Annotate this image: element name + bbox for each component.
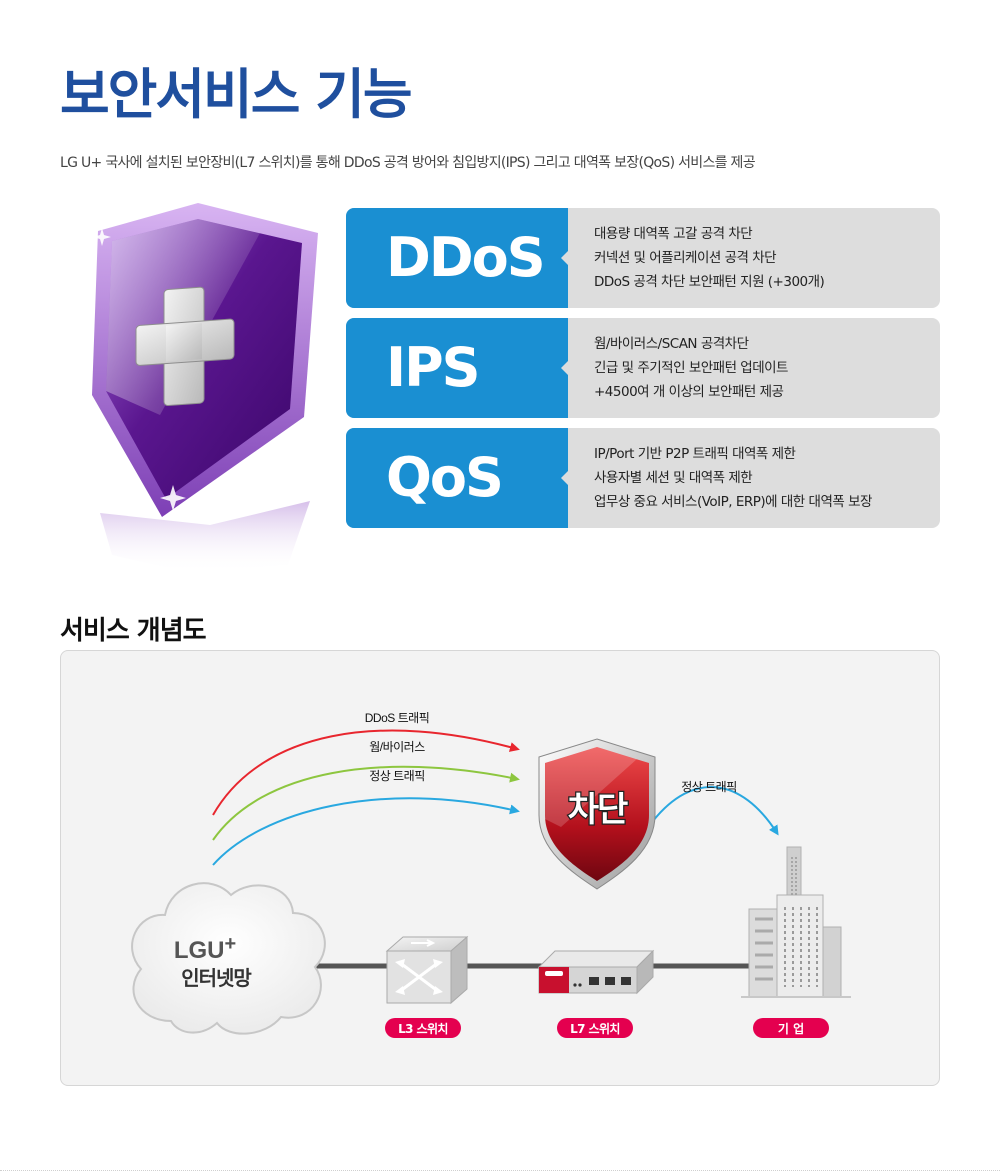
l7-switch-label-text: L7 스위치 [570, 1021, 620, 1036]
cloud-icon: LGU+ 인터넷망 [131, 882, 326, 1035]
feature-name: QoS [386, 446, 504, 509]
page-title: 보안서비스 기능 [60, 63, 413, 126]
feature-line: 웜/바이러스/SCAN 공격차단 [594, 336, 749, 352]
l3-switch-label: L3 스위치 [385, 1018, 461, 1038]
normal-traffic-label: 정상 트래픽 [369, 769, 425, 783]
pass-traffic-label: 정상 트래픽 [681, 780, 737, 794]
feature-list: DDoS 대용량 대역폭 고갈 공격 차단 커넥션 및 어플리케이션 공격 차단… [346, 208, 940, 538]
feature-tag: IPS [346, 318, 569, 418]
feature-lines: 웜/바이러스/SCAN 공격차단 긴급 및 주기적인 보안패턴 업데이트 +45… [594, 332, 788, 404]
cloud-brand-text: LGU [174, 937, 225, 964]
ddos-traffic-arrow [212, 729, 520, 816]
feature-lines: IP/Port 기반 P2P 트래픽 대역폭 제한 사용자별 세션 및 대역폭 … [594, 442, 872, 514]
corporate-label: 기 업 [753, 1018, 829, 1038]
diagram-canvas: DDoS 트래픽 웜/바이러스 정상 트래픽 정상 트래픽 차단 LGU+ 인터… [131, 711, 851, 1038]
feature-line: DDoS 공격 차단 보안패턴 지원 (+300개) [594, 274, 825, 290]
feature-card-ips: IPS 웜/바이러스/SCAN 공격차단 긴급 및 주기적인 보안패턴 업데이트… [346, 318, 940, 418]
cloud-brand-plus: + [224, 933, 236, 955]
feature-lines: 대용량 대역폭 고갈 공격 차단 커넥션 및 어플리케이션 공격 차단 DDoS… [594, 222, 825, 294]
worm-traffic-label: 웜/바이러스 [369, 740, 425, 754]
service-diagram: DDoS 트래픽 웜/바이러스 정상 트래픽 정상 트래픽 차단 LGU+ 인터… [60, 650, 940, 1086]
feature-line: IP/Port 기반 P2P 트래픽 대역폭 제한 [594, 446, 796, 462]
page-description: LG U+ 국사에 설치된 보안장비(L7 스위치)를 통해 DDoS 공격 방… [60, 155, 756, 171]
l7-switch-label: L7 스위치 [557, 1018, 633, 1038]
switch-icon [385, 935, 469, 1005]
shield-cross-icon [92, 203, 318, 573]
feature-name: IPS [386, 336, 481, 399]
feature-card-ddos: DDoS 대용량 대역폭 고갈 공격 차단 커넥션 및 어플리케이션 공격 차단… [346, 208, 940, 308]
feature-line: 긴급 및 주기적인 보안패턴 업데이트 [594, 360, 788, 376]
normal-traffic-arrow [212, 797, 520, 866]
l7-appliance-icon [537, 949, 655, 995]
feature-line: 사용자별 세션 및 대역폭 제한 [594, 470, 753, 486]
feature-line: +4500여 개 이상의 보안패턴 제공 [594, 384, 784, 400]
section-title-diagram: 서비스 개념도 [60, 616, 207, 646]
worm-traffic-arrow [212, 765, 520, 841]
corporate-label-text: 기 업 [778, 1021, 804, 1036]
feature-tag: QoS [346, 428, 569, 528]
feature-tag: DDoS [346, 208, 569, 308]
bottom-divider [0, 1170, 1000, 1171]
cloud-label: 인터넷망 [181, 966, 252, 990]
feature-line: 커넥션 및 어플리케이션 공격 차단 [594, 250, 777, 266]
pass-traffic-arrow [652, 786, 779, 836]
block-shield-icon: 차단 [538, 738, 656, 890]
feature-line: 대용량 대역폭 고갈 공격 차단 [594, 226, 753, 242]
building-icon [741, 846, 851, 998]
cloud-brand: LGU+ [174, 933, 236, 964]
feature-line: 업무상 중요 서비스(VoIP, ERP)에 대한 대역폭 보장 [594, 494, 872, 510]
feature-card-qos: QoS IP/Port 기반 P2P 트래픽 대역폭 제한 사용자별 세션 및 … [346, 428, 940, 528]
ddos-traffic-label: DDoS 트래픽 [365, 711, 429, 725]
block-label: 차단 [568, 790, 628, 830]
feature-name: DDoS [386, 226, 546, 289]
l3-switch-label-text: L3 스위치 [398, 1021, 448, 1036]
